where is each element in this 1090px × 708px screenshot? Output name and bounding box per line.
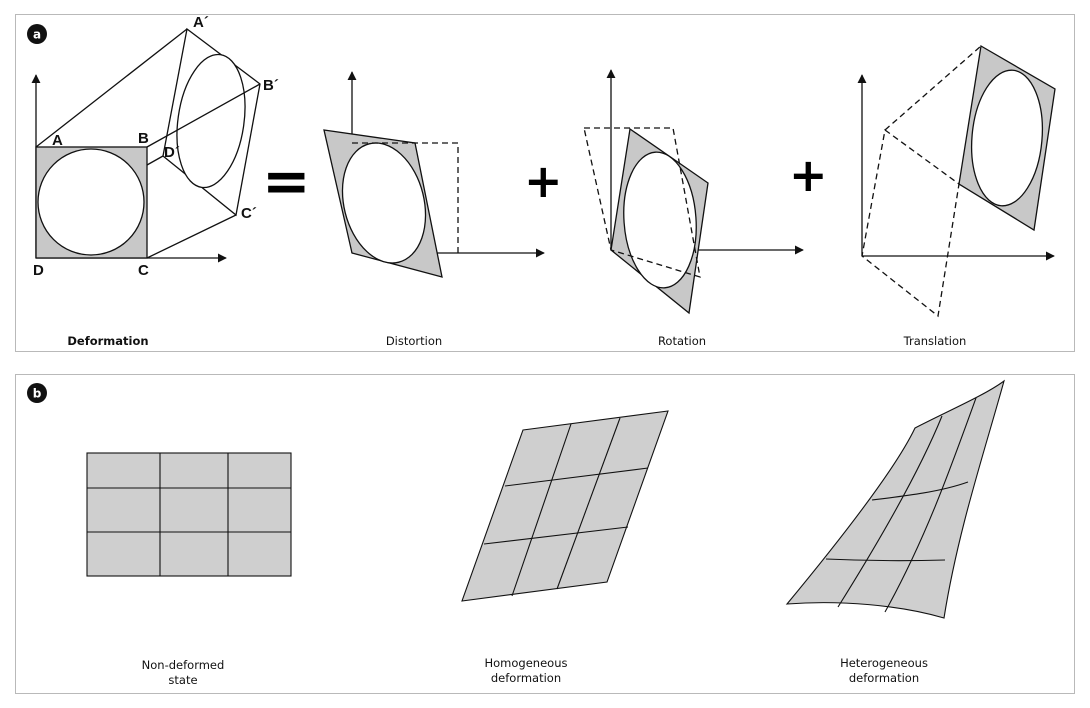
deformed-ellipse [176,53,246,189]
heterogeneous-grid [785,379,1005,619]
non-deformed-grid [86,452,292,577]
translation-ellipse [970,69,1044,207]
label-a-prime: A´ [193,14,209,31]
distortion-ellipse [341,142,427,264]
translation-diagram [857,44,1056,318]
caption-distortion: Distortion [385,334,443,348]
label-b-prime: B´ [263,77,279,94]
caption-heterogeneous: Heterogeneous deformation [840,656,928,685]
translation-path [884,45,982,131]
badge-a: a [27,24,47,44]
label-d-prime: D´ [164,144,180,161]
line-b-dprime [146,155,164,166]
rotation-diagram [583,69,804,315]
translation-original-shape [861,128,960,318]
svg-text:a: a [33,28,41,42]
caption-homogeneous: Homogeneous deformation [484,656,568,685]
caption-translation: Translation [903,334,967,348]
rotation-reference-shape [583,127,701,278]
line-a-aprime [35,28,188,148]
heterogeneous-shape [785,379,1005,619]
deformation-diagram [31,27,261,263]
distortion-diagram [323,71,545,278]
caption-non-deformed: Non-deformed state [141,658,225,687]
grid-rectangle [86,452,292,577]
line-b-bprime [146,83,261,148]
equals-sign: = [262,147,311,215]
line-c-cprime [146,214,237,259]
caption-deformation: Deformation [67,334,149,348]
label-c-prime: C´ [241,205,257,222]
label-b: B [138,130,149,147]
distortion-reference-square [352,142,459,253]
badge-b: b [27,383,47,403]
svg-text:b: b [33,387,42,401]
plus-sign-1: + [524,154,563,208]
plus-sign-2: + [789,148,828,202]
label-c: C [138,262,149,279]
rotation-ellipse [623,151,697,289]
square-circle [37,148,145,256]
homogeneous-grid [461,410,669,602]
point-labels: A B C D A´ B´ C´ D´ [33,14,279,279]
label-d: D [33,262,44,279]
homogeneous-parallelogram [461,410,669,602]
caption-rotation: Rotation [657,334,707,348]
label-a: A [52,132,63,149]
